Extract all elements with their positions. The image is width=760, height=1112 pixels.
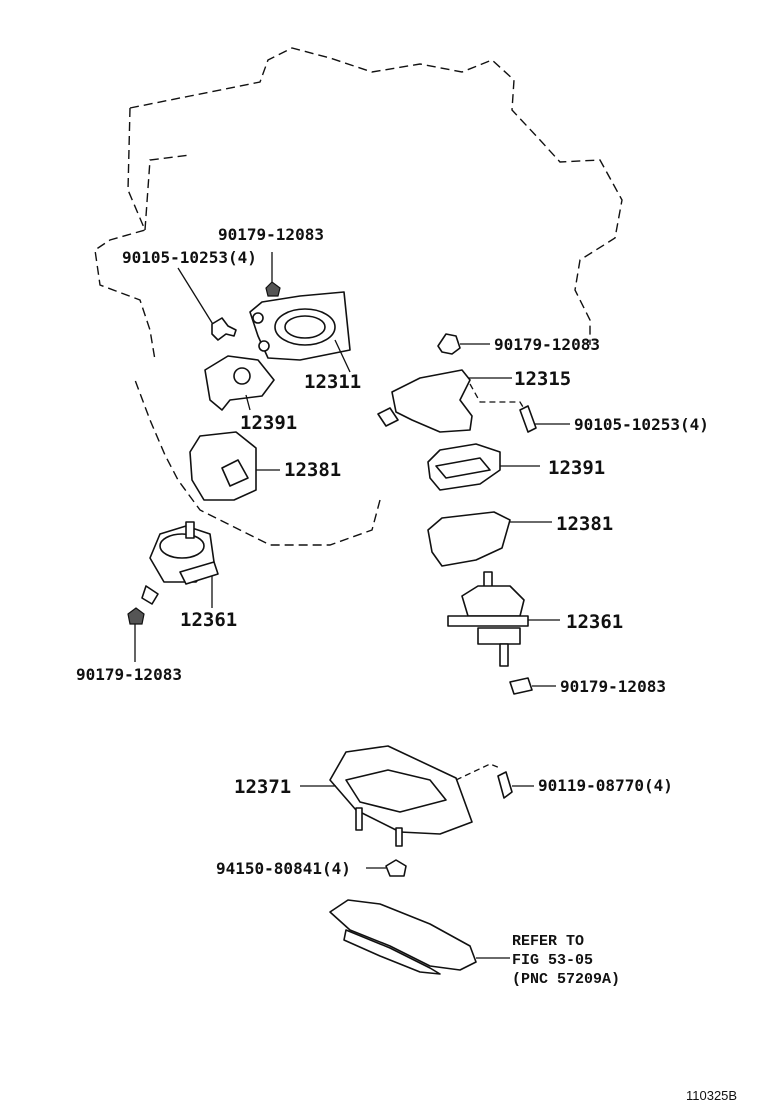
figure-id: 110325B xyxy=(686,1088,738,1103)
label-12381-left: 12381 xyxy=(284,459,342,481)
bolt-right xyxy=(519,405,537,433)
label-90105-left: 90105-10253(4) xyxy=(122,248,257,267)
bracket-12315 xyxy=(377,369,527,433)
label-90179-right-lower: 90179-12083 xyxy=(560,677,666,696)
mount-12361-left xyxy=(141,521,219,608)
bolt-left xyxy=(211,317,237,341)
label-12361-right: 12361 xyxy=(566,611,624,633)
label-90179-left: 90179-12083 xyxy=(76,665,182,684)
mount-12371 xyxy=(300,745,501,847)
insulator-12391-left xyxy=(204,355,275,411)
refer-note-line3: (PNC 57209A) xyxy=(512,971,621,988)
bracket-12311 xyxy=(249,291,351,373)
label-90179-top: 90179-12083 xyxy=(218,225,324,244)
refer-note-line1: REFER TO xyxy=(512,933,585,950)
nut-top xyxy=(265,281,281,297)
insulator-12391-right xyxy=(427,443,540,491)
bracket-12381-right xyxy=(427,511,552,567)
label-12311: 12311 xyxy=(304,371,362,393)
label-12381-right: 12381 xyxy=(556,513,614,535)
nut-left xyxy=(127,607,145,625)
label-12315: 12315 xyxy=(514,368,572,390)
label-94150: 94150-80841(4) xyxy=(216,859,351,878)
label-90119: 90119-08770(4) xyxy=(538,776,673,795)
label-90179-right: 90179-12083 xyxy=(494,335,600,354)
refer-note-line2: FIG 53-05 xyxy=(512,952,594,969)
bolt-90119 xyxy=(497,771,513,799)
label-12391-right: 12391 xyxy=(548,457,606,479)
label-12391-left: 12391 xyxy=(240,412,298,434)
mount-12361-right xyxy=(447,571,560,667)
label-12371: 12371 xyxy=(234,776,292,798)
engine-outline xyxy=(94,47,623,546)
label-90105-right: 90105-10253(4) xyxy=(574,415,709,434)
nut-right-lower xyxy=(509,677,533,695)
label-12361-left: 12361 xyxy=(180,609,238,631)
nut-right xyxy=(437,333,461,355)
nut-94150 xyxy=(385,859,407,877)
crossmember xyxy=(329,899,510,975)
bracket-12381-left xyxy=(189,431,280,501)
